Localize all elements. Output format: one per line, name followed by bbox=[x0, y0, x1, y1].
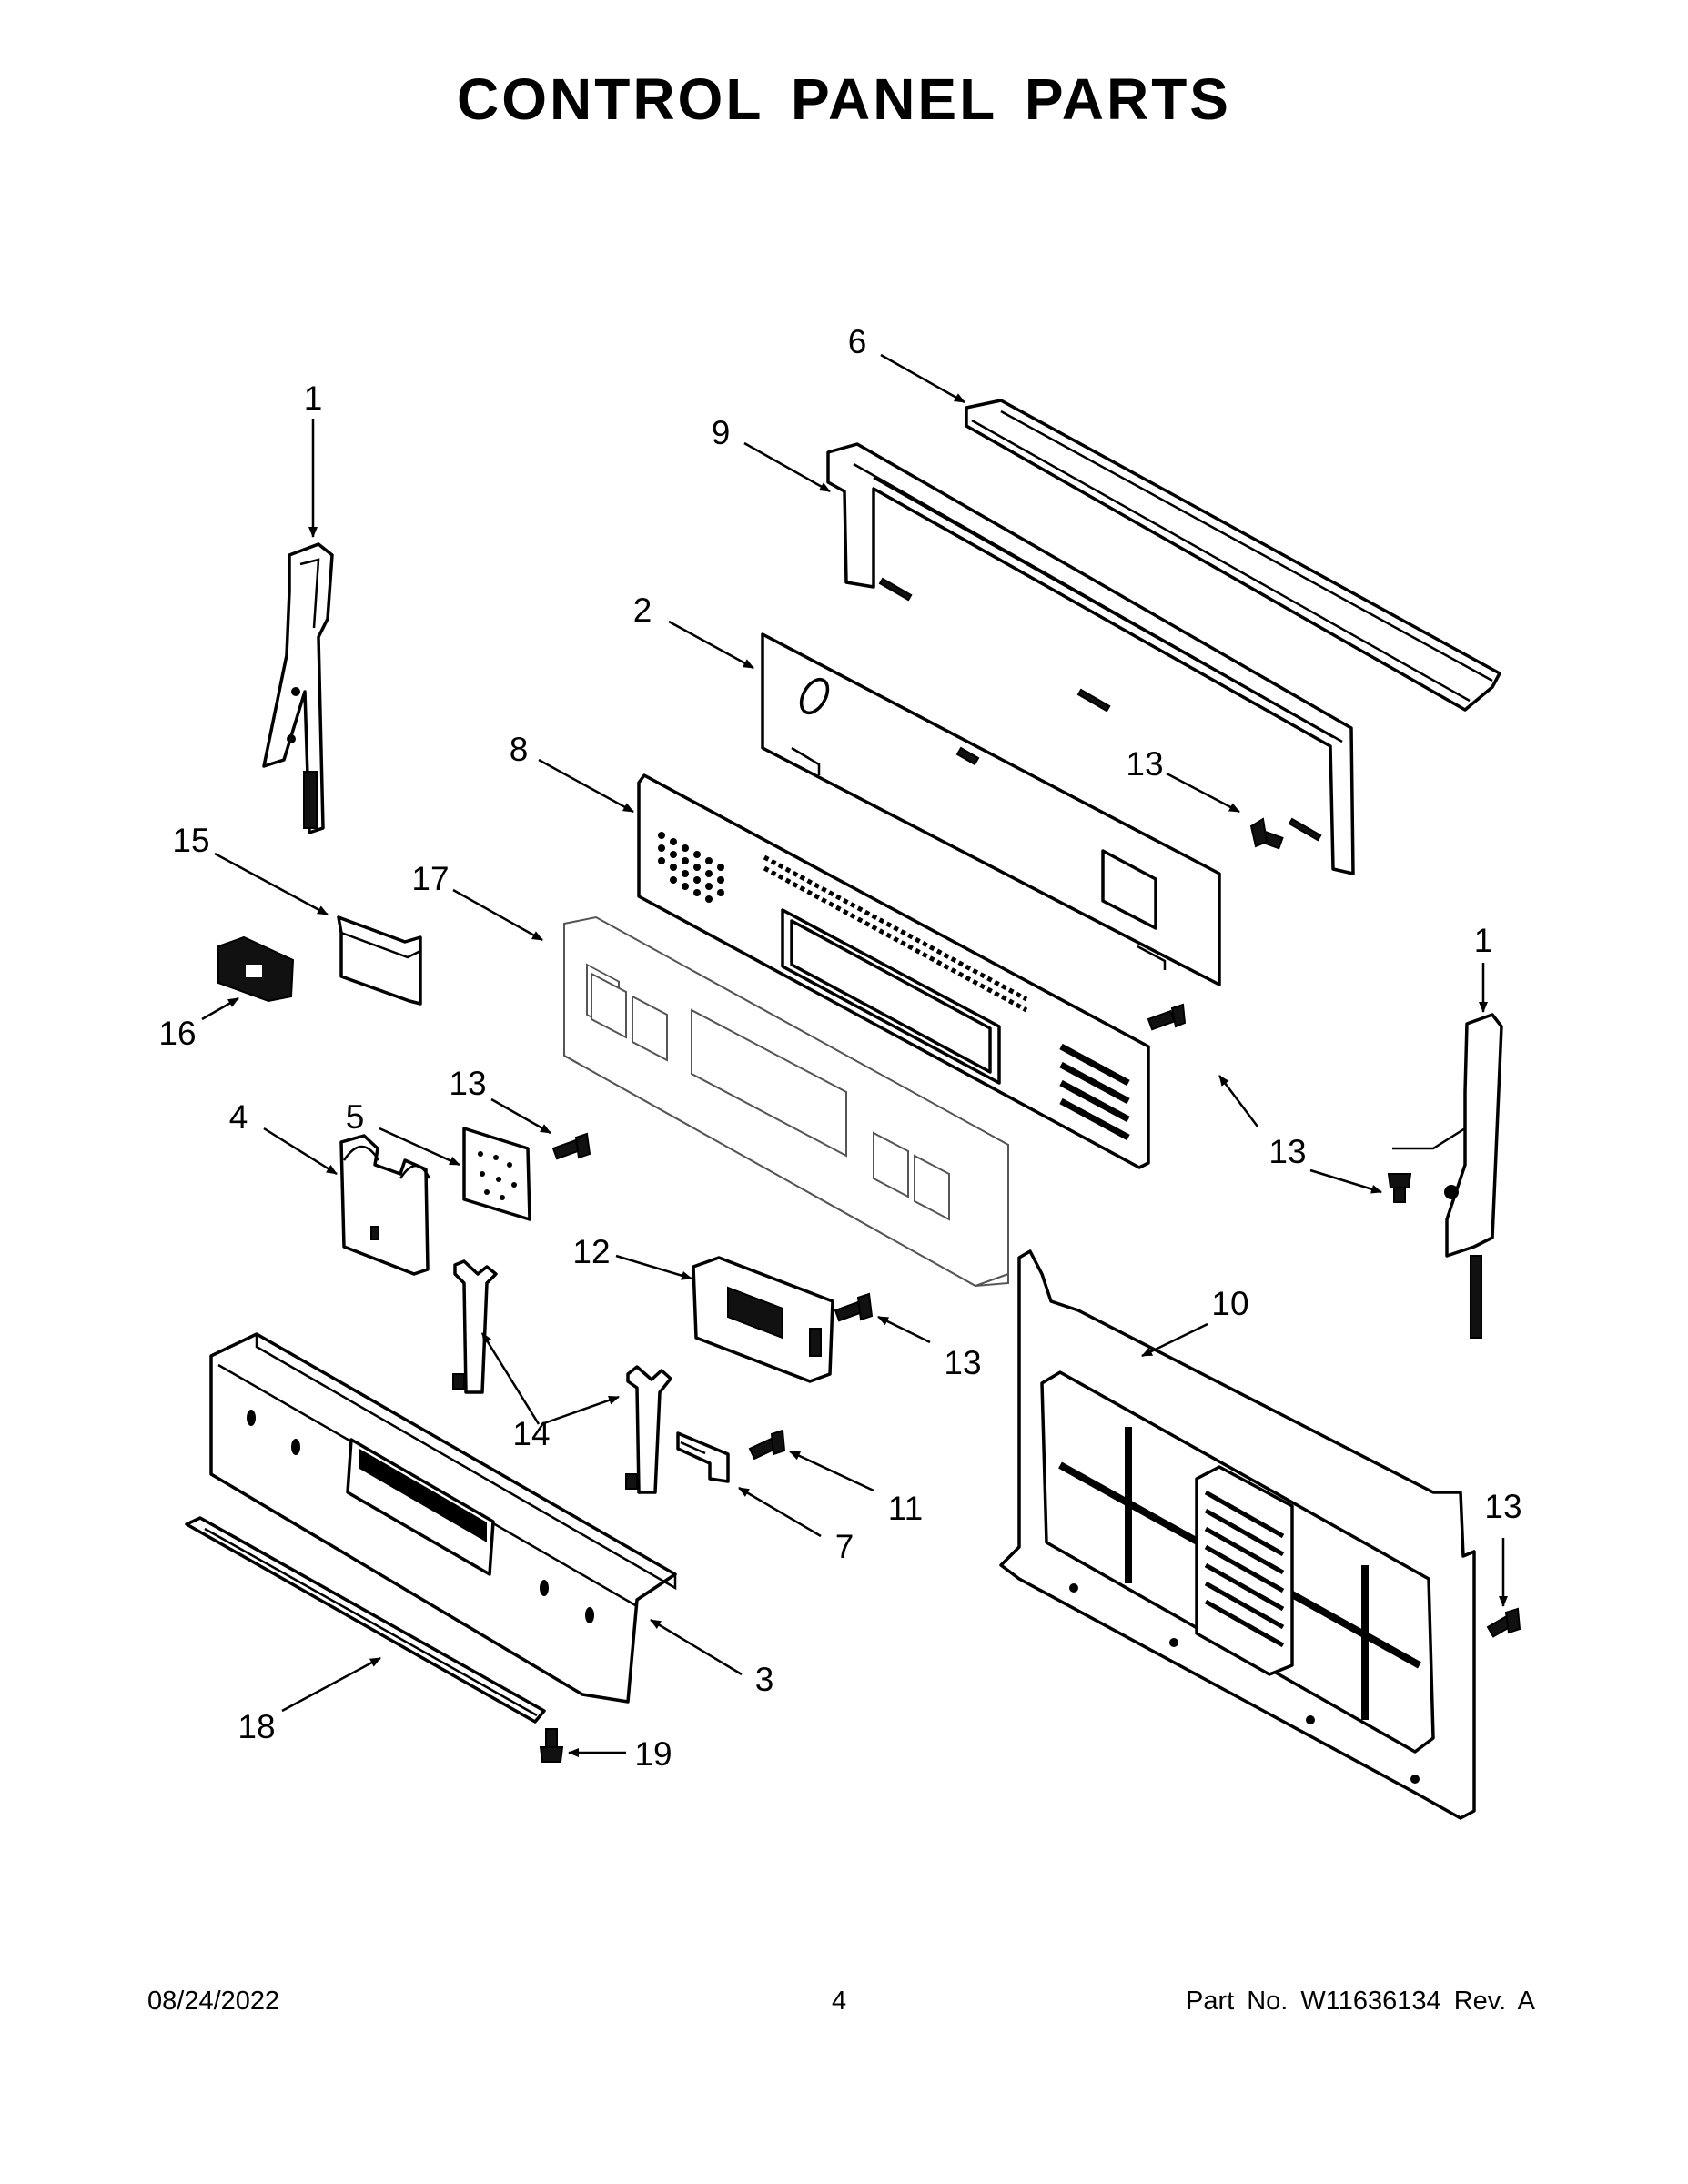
part-6-top-rail bbox=[965, 399, 1501, 712]
callout-15: 15 bbox=[172, 822, 209, 859]
part-9-frame-bracket bbox=[826, 442, 1355, 875]
callout-11: 11 bbox=[888, 1490, 923, 1527]
leader-lines bbox=[201, 353, 1508, 1757]
callout-1-left: 1 bbox=[304, 379, 323, 417]
screw-13-f bbox=[1486, 1607, 1521, 1638]
callout-1-right: 1 bbox=[1474, 922, 1493, 959]
screw-13-c bbox=[551, 1132, 591, 1160]
part-10-back-panel bbox=[999, 1249, 1476, 1820]
screw-19 bbox=[539, 1728, 564, 1763]
callout-2: 2 bbox=[633, 592, 652, 629]
part-5-board bbox=[462, 1127, 531, 1221]
part-3-control-panel bbox=[209, 1332, 677, 1704]
callout-19: 19 bbox=[634, 1735, 672, 1773]
part-17-console-shield bbox=[563, 915, 1009, 1288]
part-14-bracket-a bbox=[452, 1259, 498, 1394]
callout-4: 4 bbox=[229, 1098, 248, 1136]
callout-13-left: 13 bbox=[449, 1065, 486, 1102]
callout-18: 18 bbox=[238, 1708, 275, 1745]
screw-13-b bbox=[1147, 1003, 1187, 1031]
callout-16: 16 bbox=[158, 1015, 196, 1052]
footer-page-number: 4 bbox=[832, 1987, 847, 2016]
screw-13-e bbox=[834, 1292, 874, 1322]
part-16-switch bbox=[217, 935, 295, 1003]
callout-10: 10 bbox=[1211, 1285, 1248, 1322]
part-4-bracket bbox=[339, 1134, 431, 1276]
part-15-bracket bbox=[337, 915, 422, 1006]
callout-7: 7 bbox=[835, 1528, 854, 1565]
part-1-right-side-bracket bbox=[1392, 1013, 1503, 1339]
callout-13-mid: 13 bbox=[1269, 1133, 1306, 1170]
footer-date: 08/24/2022 bbox=[147, 1987, 280, 2016]
callout-6: 6 bbox=[848, 323, 867, 360]
callout-13-right: 13 bbox=[1484, 1488, 1521, 1525]
callout-5: 5 bbox=[346, 1098, 365, 1136]
part-14-bracket-b bbox=[625, 1365, 672, 1494]
screw-13-d bbox=[1387, 1173, 1412, 1203]
part-12-control-module bbox=[692, 1256, 834, 1383]
callout-17: 17 bbox=[411, 860, 449, 897]
part-8-vented-panel bbox=[637, 774, 1150, 1169]
callout-14: 14 bbox=[512, 1415, 550, 1452]
part-1-left-side-bracket bbox=[262, 542, 334, 834]
callout-13-module: 13 bbox=[944, 1344, 981, 1381]
page-title: CONTROL PANEL PARTS bbox=[457, 66, 1231, 132]
part-18-trim-strip bbox=[185, 1516, 546, 1724]
callout-9: 9 bbox=[712, 414, 731, 451]
screw-11 bbox=[748, 1429, 786, 1461]
screw-13-a bbox=[1249, 817, 1284, 850]
footer-part-number: Part No. W11636134 Rev. A bbox=[1185, 1987, 1535, 2016]
part-7-clip bbox=[676, 1431, 730, 1483]
part-2-rear-panel bbox=[761, 632, 1221, 986]
callout-3: 3 bbox=[755, 1661, 774, 1698]
callout-13-top: 13 bbox=[1126, 745, 1163, 783]
callout-8: 8 bbox=[510, 731, 529, 768]
callout-12: 12 bbox=[572, 1233, 610, 1270]
